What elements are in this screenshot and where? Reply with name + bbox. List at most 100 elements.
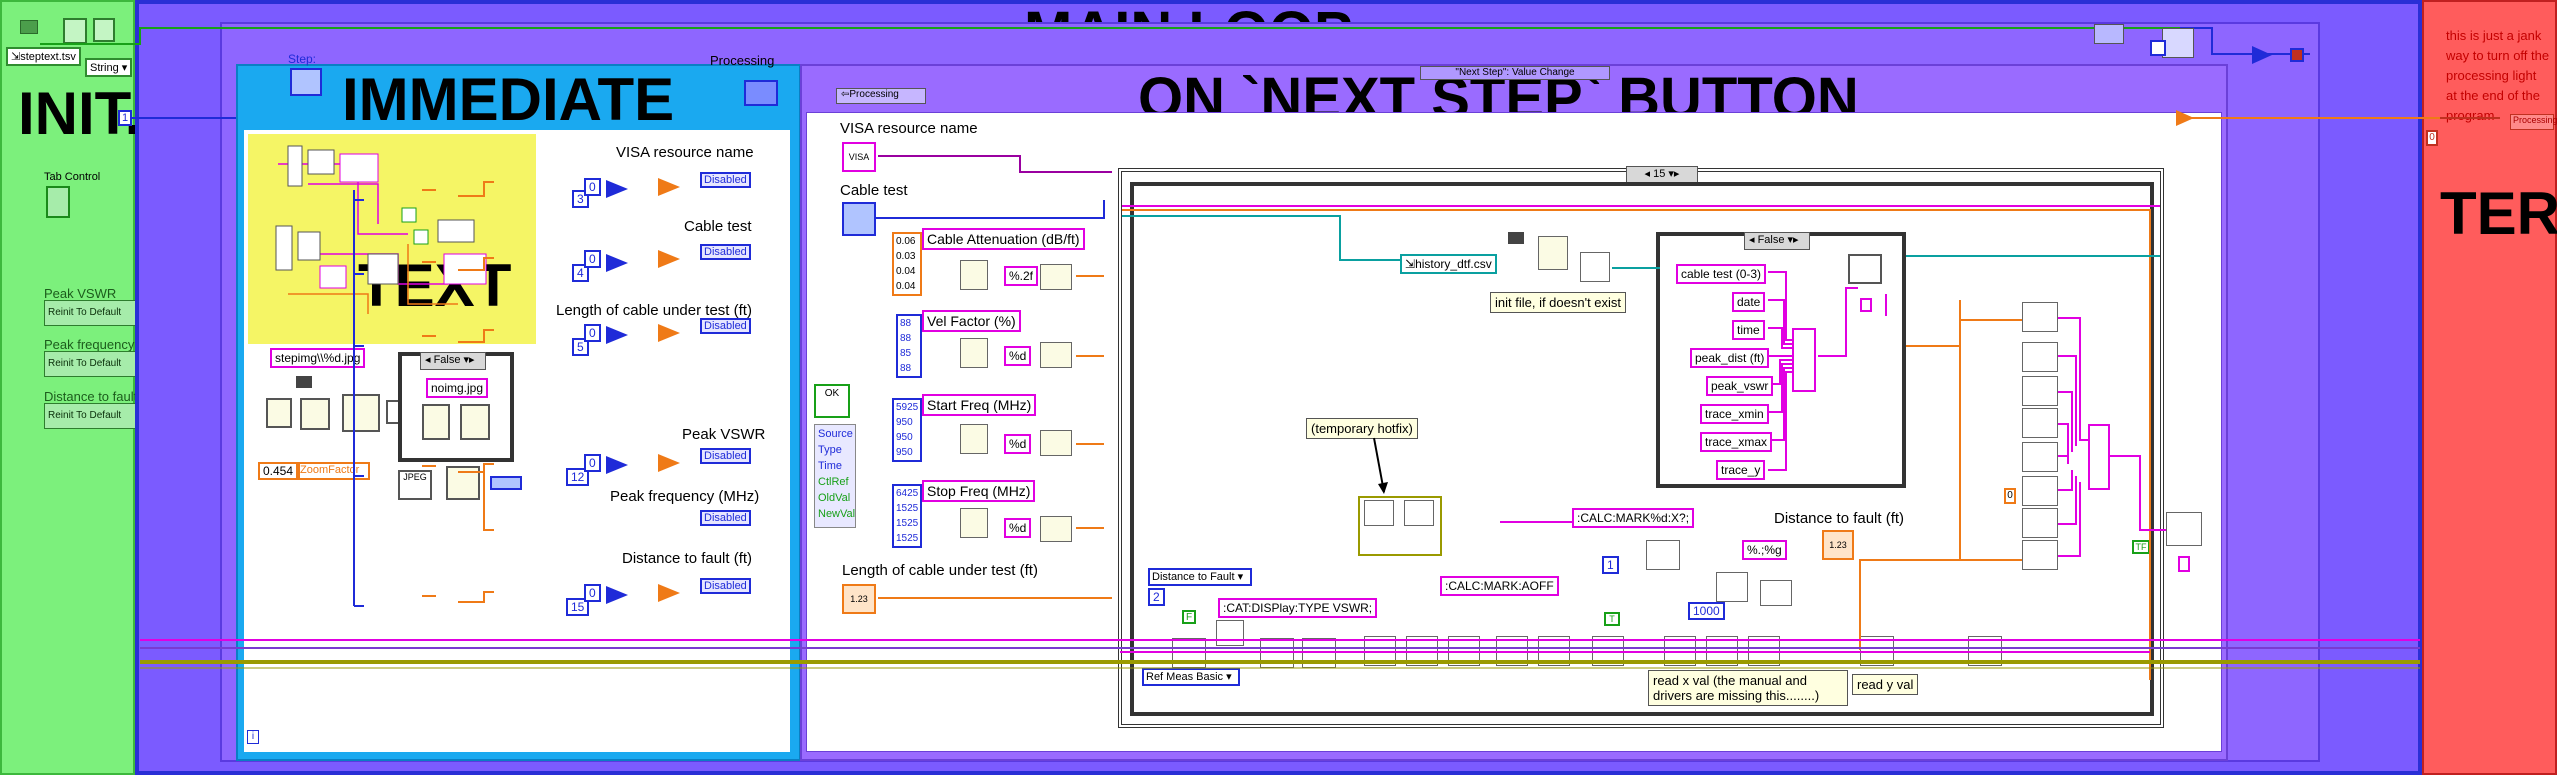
file-check-node[interactable] xyxy=(1580,252,1610,282)
row-length-const[interactable]: 0 xyxy=(584,324,601,342)
read-file-node[interactable] xyxy=(63,18,87,44)
false-case-selector[interactable]: ◂ False ▾▸ xyxy=(1744,232,1810,250)
event-selector[interactable]: "Next Step": Value Change xyxy=(1420,66,1610,80)
write-output[interactable] xyxy=(2178,556,2190,572)
format-node-2[interactable] xyxy=(1040,342,1072,368)
const-F[interactable]: F xyxy=(1182,610,1196,624)
history-file-constant[interactable]: ⇲history_dtf.csv xyxy=(1400,254,1497,274)
build-path-node-2[interactable] xyxy=(1538,236,1568,270)
case-node-b[interactable] xyxy=(460,404,490,440)
stack-node[interactable] xyxy=(2022,476,2058,506)
zoom-value[interactable]: 0.454 xyxy=(258,462,299,480)
visa-write-node-b[interactable] xyxy=(1404,500,1434,526)
row-visa-const[interactable]: 0 xyxy=(584,178,601,196)
write-csv-output[interactable] xyxy=(1860,298,1872,312)
format-node-4[interactable] xyxy=(1040,516,1072,542)
column-item[interactable]: date xyxy=(1732,292,1766,312)
column-item[interactable]: peak_dist (ft) xyxy=(1690,348,1770,368)
or-node-2[interactable] xyxy=(2176,110,2194,126)
row-vswr-compare[interactable] xyxy=(606,456,628,474)
case-node-a[interactable] xyxy=(422,404,450,440)
term-processing-indicator[interactable]: Processing xyxy=(2510,114,2557,130)
calc-mark-aoff[interactable]: :CALC:MARK:AOFF xyxy=(1440,576,1559,596)
row-visa-compare[interactable] xyxy=(606,180,628,198)
stop-node[interactable] xyxy=(2094,24,2124,44)
visa-write-node-a[interactable] xyxy=(1364,500,1394,526)
string-type-constant[interactable]: String ▾ xyxy=(85,58,133,77)
stepimg-format[interactable]: stepimg\\%d.jpg xyxy=(270,348,366,368)
row-dtf-state[interactable]: Disabled xyxy=(700,578,751,594)
tab-control-icon[interactable] xyxy=(46,186,70,218)
chain-node[interactable] xyxy=(1760,580,1792,606)
write-spreadsheet-node[interactable] xyxy=(2166,512,2202,546)
row-freq-state[interactable]: Disabled xyxy=(700,510,751,526)
event-source[interactable]: Source xyxy=(818,428,853,440)
visa-control[interactable]: VISA xyxy=(842,142,876,172)
build-array-node[interactable] xyxy=(1792,328,1816,392)
array-fmt[interactable]: %.2f xyxy=(1004,266,1039,286)
stack-node[interactable] xyxy=(2022,376,2058,406)
dtf-enum[interactable]: Distance to Fault ▾ xyxy=(1148,568,1252,586)
draw-image-node[interactable] xyxy=(446,466,480,500)
event-type[interactable]: Type xyxy=(818,444,842,456)
length-cable-control[interactable]: 1.23 xyxy=(842,584,876,614)
row-cable-const[interactable]: 0 xyxy=(584,250,601,268)
row-length-state[interactable]: Disabled xyxy=(700,318,751,334)
column-item[interactable]: trace_xmax xyxy=(1700,432,1773,452)
stack-node[interactable] xyxy=(2022,442,2058,472)
column-item[interactable]: trace_y xyxy=(1716,460,1766,480)
stack-node[interactable] xyxy=(2022,408,2058,438)
event-ctlref[interactable]: CtlRef xyxy=(818,476,849,488)
file-path-constant[interactable]: ⇲steptext.tsv xyxy=(6,47,81,66)
column-item[interactable]: cable test (0-3) xyxy=(1676,264,1767,284)
build-array-out[interactable] xyxy=(2088,424,2110,490)
split-node[interactable] xyxy=(93,18,115,42)
format-node[interactable] xyxy=(300,398,330,430)
fmt-g[interactable]: %.;%g xyxy=(1742,540,1787,560)
calc-mark-x[interactable]: :CALC:MARK%d:X?; xyxy=(1572,508,1695,528)
index-node-4[interactable] xyxy=(960,508,988,538)
image-case-selector[interactable]: ◂ False ▾▸ xyxy=(420,352,486,370)
term-const-0[interactable]: 0 xyxy=(2426,130,2438,146)
row-vswr-const[interactable]: 0 xyxy=(584,454,601,472)
init-peak-frequency-reinit[interactable]: Reinit To Default xyxy=(44,351,140,377)
row-cable-index[interactable]: 4 xyxy=(572,264,589,282)
event-time[interactable]: Time xyxy=(818,460,843,472)
image-display-ref[interactable] xyxy=(490,476,522,490)
or-node[interactable] xyxy=(2252,46,2272,64)
chain-node[interactable] xyxy=(1716,572,1748,602)
row-vswr-select[interactable] xyxy=(658,454,680,472)
true-const[interactable]: T xyxy=(1604,612,1620,626)
disp-cmd[interactable]: :CAT:DISPlay:TYPE VSWR; xyxy=(1218,598,1378,618)
column-item[interactable]: peak_vswr xyxy=(1706,376,1774,396)
processing-indicator[interactable] xyxy=(744,80,778,106)
write-csv-node[interactable] xyxy=(1848,254,1882,284)
init-distance-reinit[interactable]: Reinit To Default xyxy=(44,403,140,429)
index-node-1[interactable] xyxy=(960,260,988,290)
stack-node[interactable] xyxy=(2022,342,2058,372)
row-cable-select[interactable] xyxy=(658,250,680,268)
noimg-constant[interactable]: noimg.jpg xyxy=(426,378,489,398)
row-vswr-state[interactable]: Disabled xyxy=(700,448,751,464)
row-length-select[interactable] xyxy=(658,324,680,342)
jpeg-read-node[interactable]: JPEG xyxy=(398,470,432,500)
const-2[interactable]: 2 xyxy=(1148,588,1165,606)
array-fmt[interactable]: %d xyxy=(1004,346,1032,366)
row-cable-state[interactable]: Disabled xyxy=(700,244,751,260)
exists-node[interactable] xyxy=(342,394,380,432)
shift-node[interactable] xyxy=(2162,28,2194,58)
const-0-ev[interactable]: 0 xyxy=(2004,488,2016,504)
row-cable-compare[interactable] xyxy=(606,254,628,272)
dtf-indicator[interactable]: 1.23 xyxy=(1822,530,1854,560)
row-visa-select[interactable] xyxy=(658,178,680,196)
stack-node[interactable] xyxy=(2022,302,2058,332)
format-node-1[interactable] xyxy=(1040,264,1072,290)
info-icon[interactable]: i xyxy=(247,730,259,744)
build-path-node[interactable] xyxy=(266,398,292,428)
row-visa-state[interactable]: Disabled xyxy=(700,172,751,188)
ref-meas-enum[interactable]: Ref Meas Basic ▾ xyxy=(1142,668,1240,686)
column-item[interactable]: trace_xmin xyxy=(1700,404,1769,424)
